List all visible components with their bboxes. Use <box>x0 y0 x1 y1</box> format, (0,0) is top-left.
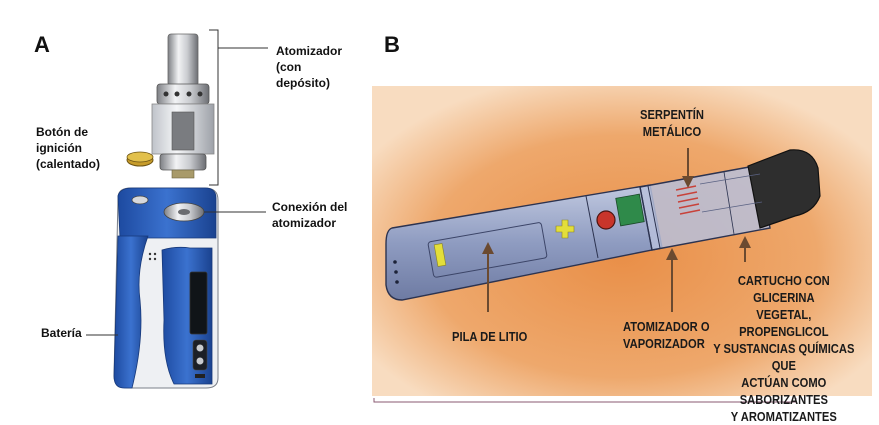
adjust-buttons <box>192 339 208 371</box>
panel-a-letter: A <box>34 32 50 57</box>
battery-mod-screen <box>189 271 208 335</box>
circuit-chip <box>615 193 645 227</box>
battery-minus-bar <box>433 243 447 267</box>
led-indicator <box>596 210 616 230</box>
label-metal-coil: SERPENTÍN METÁLICO <box>640 107 704 139</box>
tube-separator <box>585 195 599 259</box>
label-atomizer-connection: Conexión del atomizador <box>272 200 348 230</box>
label-cartridge: CARTUCHO CON GLICERINA VEGETAL, PROPENGL… <box>713 273 855 424</box>
panel-b-letter: B <box>384 32 400 57</box>
atomizer-coil-core <box>171 111 195 151</box>
atomizer-bracket <box>209 29 219 186</box>
label-ignition-button: Botón de ignición (calentado) <box>36 125 101 171</box>
ecig-mouthpiece <box>747 149 821 229</box>
usb-port <box>195 374 205 378</box>
tube-separator <box>639 186 653 251</box>
label-atomizer-vaporizer: ATOMIZADOR O VAPORIZADOR <box>623 319 710 351</box>
ecig-battery-tube <box>385 184 663 301</box>
label-battery: Batería <box>41 326 82 340</box>
battery-plus-sign <box>555 219 575 239</box>
speaker-dots <box>148 252 157 261</box>
battery-cell-outline <box>427 222 548 278</box>
end-vent-dots <box>393 260 399 284</box>
panel-b-bottom-frame <box>373 398 797 403</box>
label-atomizer: Atomizador (con depósito) <box>276 44 342 90</box>
atomizer-base <box>159 153 207 171</box>
tube-separator <box>723 171 735 235</box>
coil-wick-lines <box>699 173 763 213</box>
atomizer-drip-tip <box>167 33 199 87</box>
fire-button-hole <box>131 195 149 205</box>
panel-b-illustration <box>372 86 872 403</box>
atomizer-thread <box>171 169 195 179</box>
arrows <box>482 148 751 312</box>
battery-mod-side-panel <box>113 235 149 389</box>
label-lithium-battery: PILA DE LITIO <box>452 329 528 344</box>
tube-separator <box>647 185 661 249</box>
metal-coil <box>675 185 701 215</box>
panel-a-device <box>86 29 268 389</box>
atomizer-vent-holes <box>163 91 203 97</box>
